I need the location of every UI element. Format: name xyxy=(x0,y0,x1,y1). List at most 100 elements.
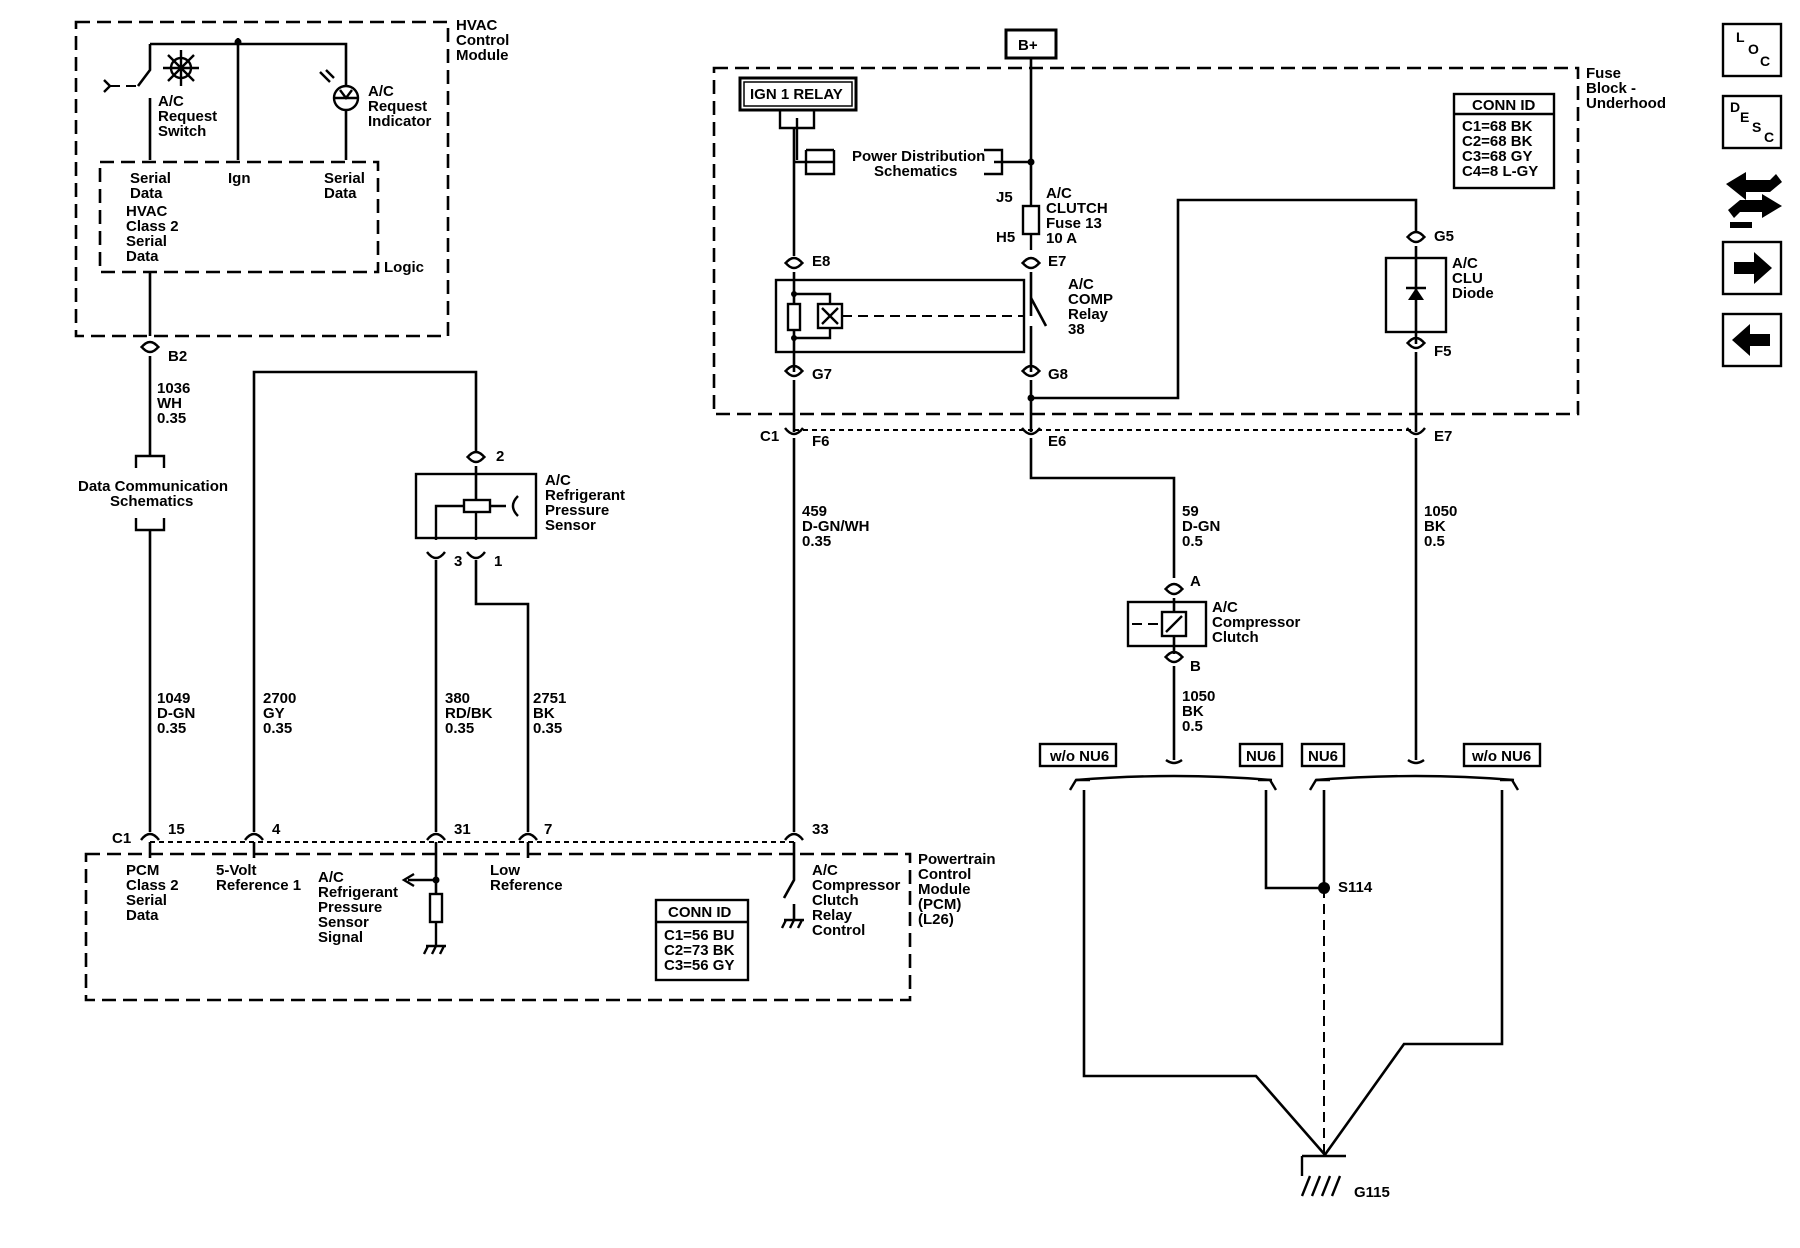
ground-wire-wo-nu6-right xyxy=(1322,790,1504,1157)
logic-label: Logic xyxy=(384,259,424,276)
bplus-box xyxy=(1004,28,1058,60)
relay-pin-g8-label: G8 xyxy=(1048,366,1068,383)
fuse-j5-label: J5 xyxy=(996,189,1013,206)
option-bracket-right xyxy=(1315,774,1515,782)
data-comm-bracket-bottom xyxy=(134,518,166,532)
connector-end-view-icon[interactable] xyxy=(1726,172,1782,228)
pcm-pin33 xyxy=(784,832,804,841)
desc-button[interactable]: D E S C xyxy=(1721,94,1783,150)
relay-pin-e8-label: E8 xyxy=(812,253,830,270)
connector-pin1 xyxy=(466,551,486,560)
sensor-pin2-label: 2 xyxy=(496,448,504,465)
wo-nu6-left-label: w/o NU6 xyxy=(1049,748,1109,765)
pcm-pin15-label: 15 xyxy=(168,821,185,838)
wo-nu6-right-label: w/o NU6 xyxy=(1471,748,1531,765)
connector-b2-female xyxy=(140,340,160,349)
previous-page-button[interactable] xyxy=(1721,312,1783,368)
connector-pin3 xyxy=(426,551,446,560)
fuse-block-pin-f6 xyxy=(784,427,804,436)
svg-text:L: L xyxy=(1736,29,1745,45)
sensor-signal-arrow-icon xyxy=(401,872,436,888)
arrow-left-icon xyxy=(1732,324,1770,356)
relay-contact xyxy=(1029,297,1048,372)
compressor-clutch-box xyxy=(1126,600,1208,648)
bplus-label: B+ xyxy=(1018,37,1038,54)
pin-b2-label: B2 xyxy=(168,348,187,365)
ign-relay-output xyxy=(778,110,816,160)
pcm-pin33-label: 33 xyxy=(812,821,829,838)
relay-pin-e7 xyxy=(1021,256,1041,265)
ground-g115-icon xyxy=(1300,1154,1346,1197)
wo-nu6-right-box xyxy=(1462,742,1542,768)
clutch-pin-a-label: A xyxy=(1190,573,1201,590)
diode-pin-g5 xyxy=(1406,230,1426,239)
diode-pin-g5-label: G5 xyxy=(1434,228,1454,245)
svg-text:C: C xyxy=(1764,129,1774,145)
wire-59 xyxy=(1029,438,1176,578)
pcm-conn-id-title: CONN ID xyxy=(668,904,732,921)
sensor-element-icon xyxy=(462,498,492,514)
data-comm-bracket-top xyxy=(134,454,166,468)
ground-g115-label: G115 xyxy=(1354,1184,1390,1201)
svg-text:C: C xyxy=(1760,53,1770,69)
fuse-block-pin-e6 xyxy=(1021,427,1041,436)
clutch-pin-b-label: B xyxy=(1190,658,1201,675)
hvac-top-bus xyxy=(150,42,348,160)
sensor-internal-wiring xyxy=(434,495,519,540)
diode-pin-f5-label: F5 xyxy=(1434,343,1452,360)
sensor-pin1-label: 1 xyxy=(494,553,502,570)
splice-s114-label: S114 xyxy=(1338,879,1373,896)
wire-2751 xyxy=(474,560,530,832)
svg-text:S: S xyxy=(1752,119,1761,135)
pcm-clutch-driver-switch xyxy=(782,842,796,920)
arrow-right-icon xyxy=(1734,252,1772,284)
next-page-button[interactable] xyxy=(1721,240,1783,296)
wo-nu6-left-box xyxy=(1038,742,1118,768)
sensor-pin3-label: 3 xyxy=(454,553,462,570)
pcm-pin7 xyxy=(518,832,538,841)
pcm-pin15 xyxy=(140,832,160,841)
fuse-block-pin-e6-label: E6 xyxy=(1048,433,1066,450)
pcm-pin4 xyxy=(244,832,264,841)
fuse-h5-label: H5 xyxy=(996,229,1015,246)
fuse-block-conn-title: CONN ID xyxy=(1472,97,1536,114)
nu6-left-label: NU6 xyxy=(1246,748,1276,765)
ign-relay-label: IGN 1 RELAY xyxy=(750,86,843,103)
pcm-pullup-resistor xyxy=(428,892,444,924)
pcm-pin4-label: 4 xyxy=(272,821,281,838)
ign-label: Ign xyxy=(228,170,251,187)
snowflake-icon xyxy=(163,50,199,86)
fuse-block-boundary xyxy=(712,66,1580,416)
loc-button[interactable]: L O C xyxy=(1721,22,1783,78)
svg-text:D: D xyxy=(1730,99,1740,115)
connector-pin2 xyxy=(466,450,486,459)
fuse-block-pin-e7 xyxy=(1406,427,1426,436)
pcm-ground-icon xyxy=(422,922,446,955)
relay-pin-e8 xyxy=(784,256,804,265)
